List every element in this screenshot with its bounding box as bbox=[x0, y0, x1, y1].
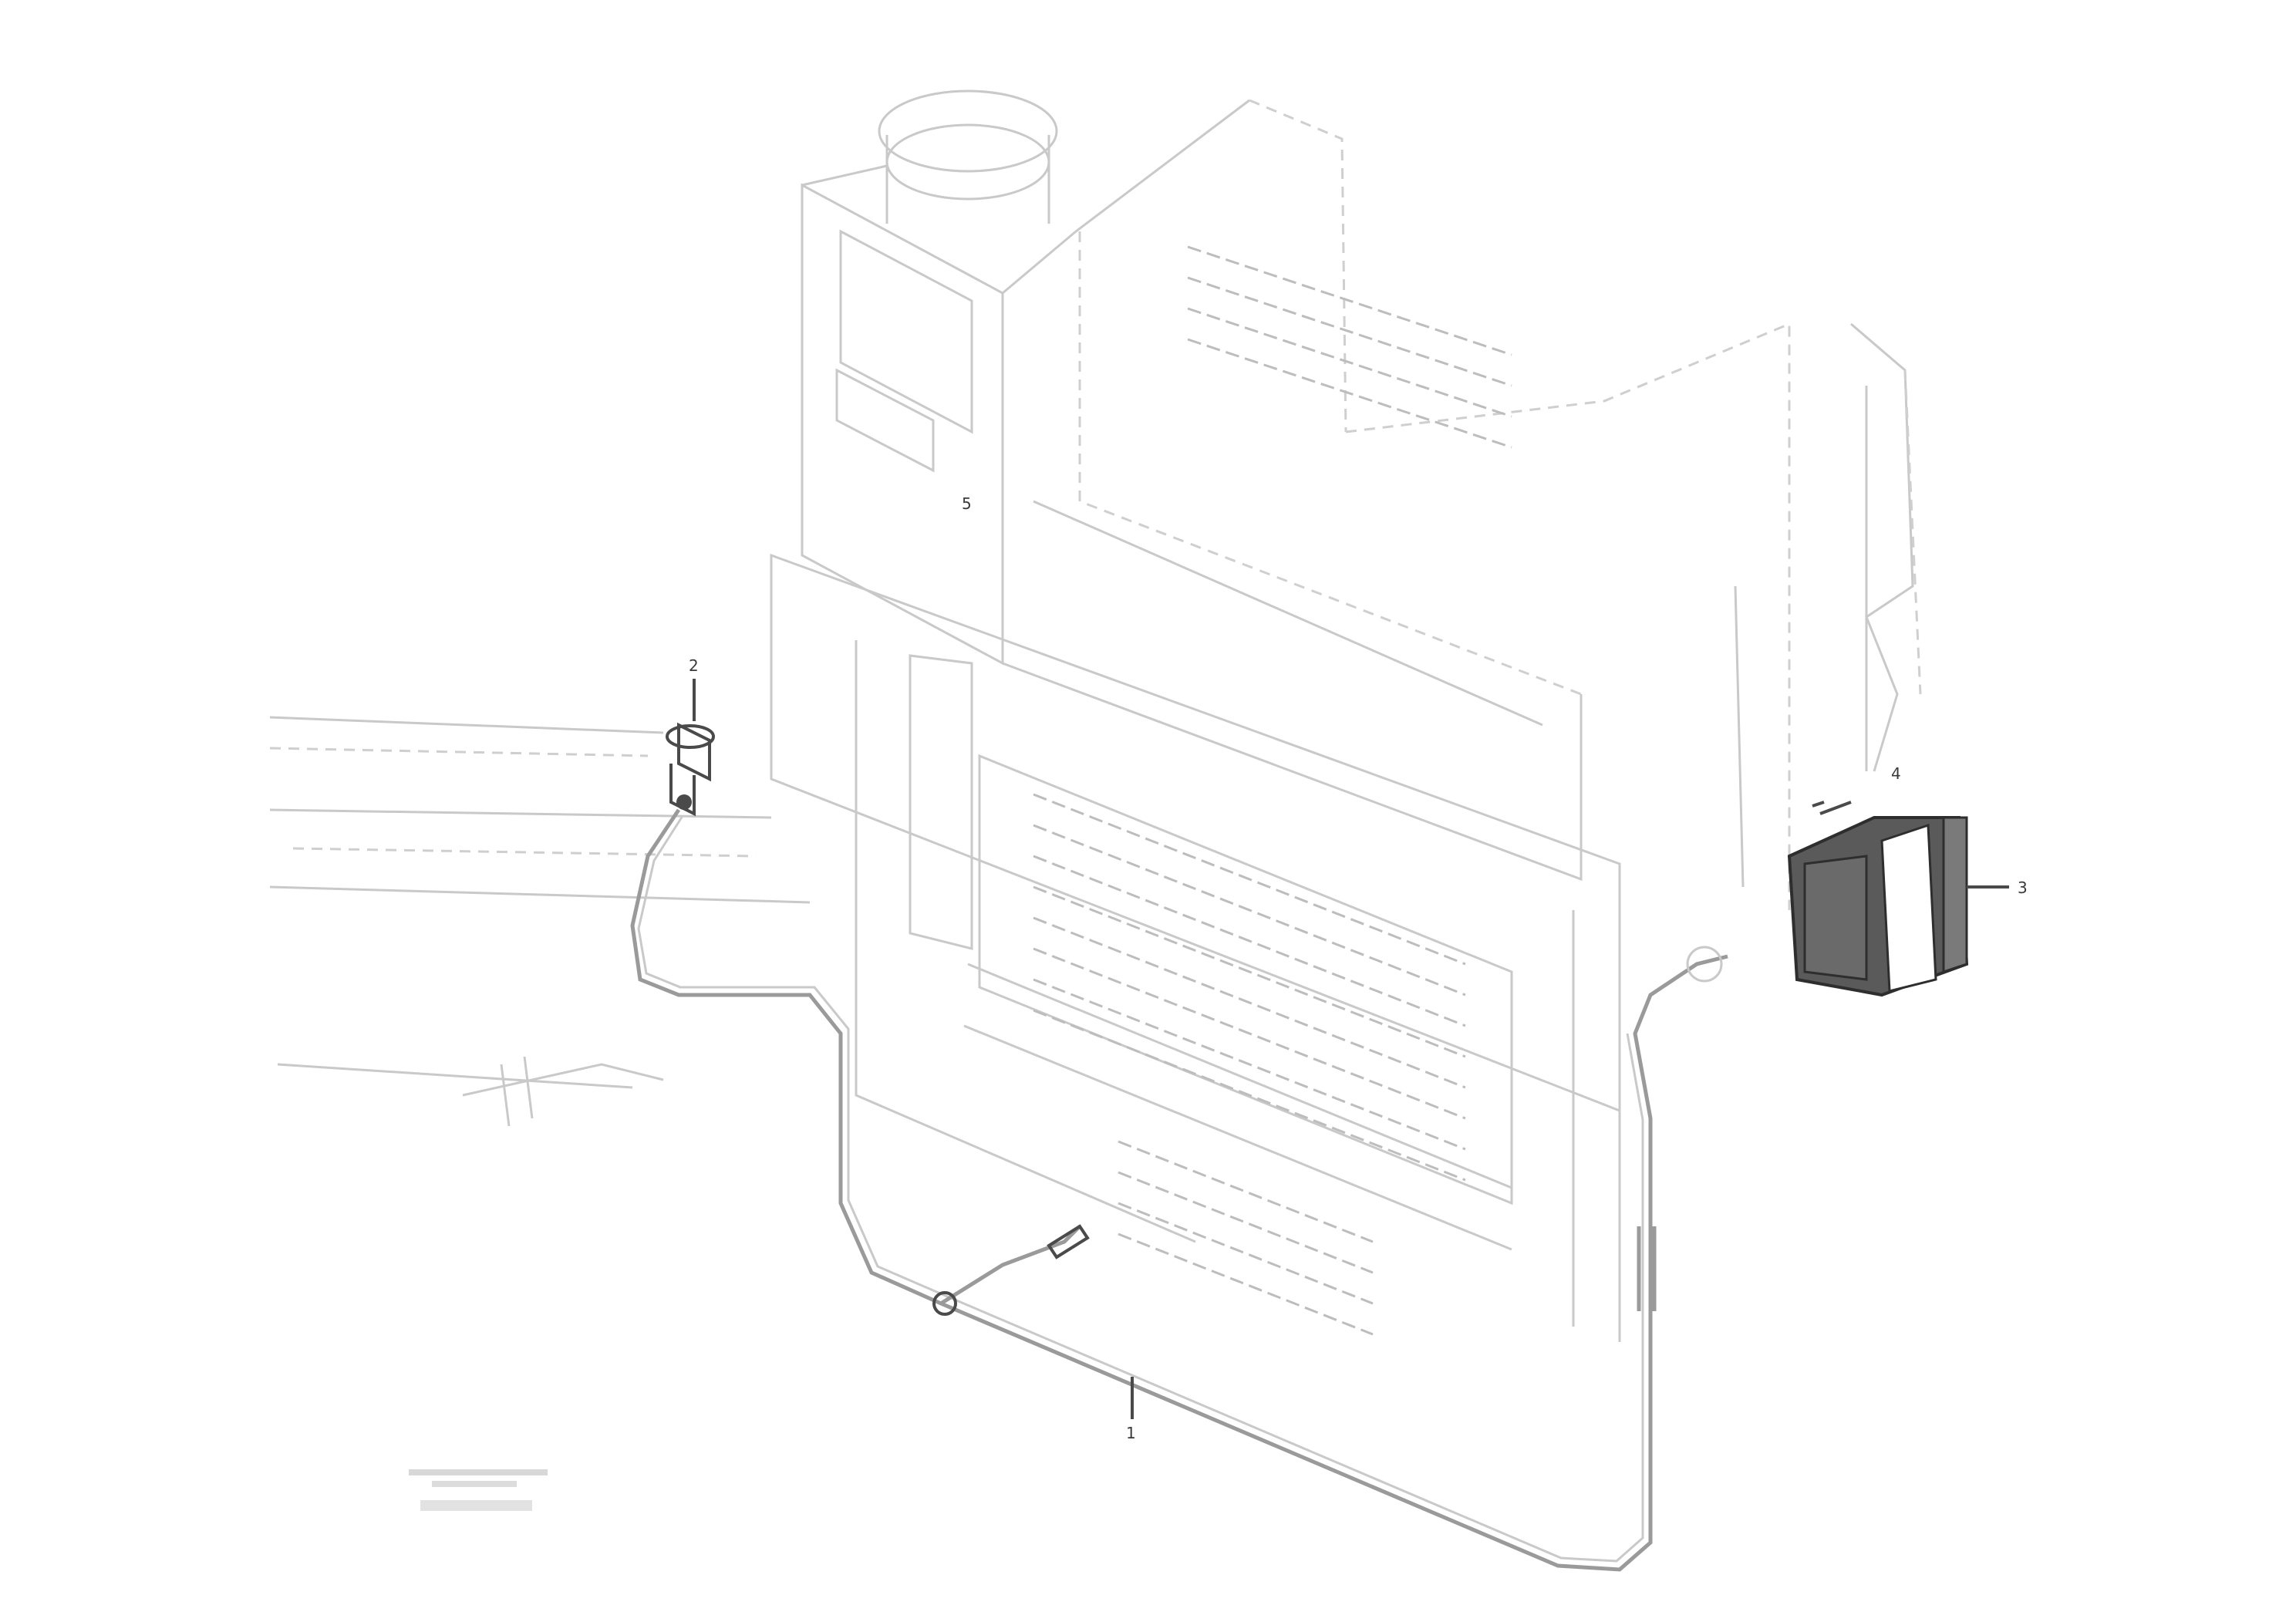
box-unit-component bbox=[1787, 801, 2009, 997]
drawing-stamp bbox=[409, 1469, 548, 1511]
callout-part-2: 2 bbox=[689, 656, 699, 675]
callout-part-1: 1 bbox=[1126, 1424, 1136, 1442]
grille-louvres bbox=[1033, 245, 1512, 1336]
machine-body-outline bbox=[770, 89, 1922, 1342]
frame-rail-left bbox=[269, 716, 811, 1127]
hose-line bbox=[630, 808, 1728, 1572]
valve-component bbox=[666, 679, 715, 817]
callout-part-4: 4 bbox=[1891, 764, 1901, 783]
callouts: 2 4 3 5 1 bbox=[689, 494, 2028, 1442]
callout-part-5: 5 bbox=[962, 494, 972, 513]
callout-part-3: 3 bbox=[2018, 878, 2028, 897]
